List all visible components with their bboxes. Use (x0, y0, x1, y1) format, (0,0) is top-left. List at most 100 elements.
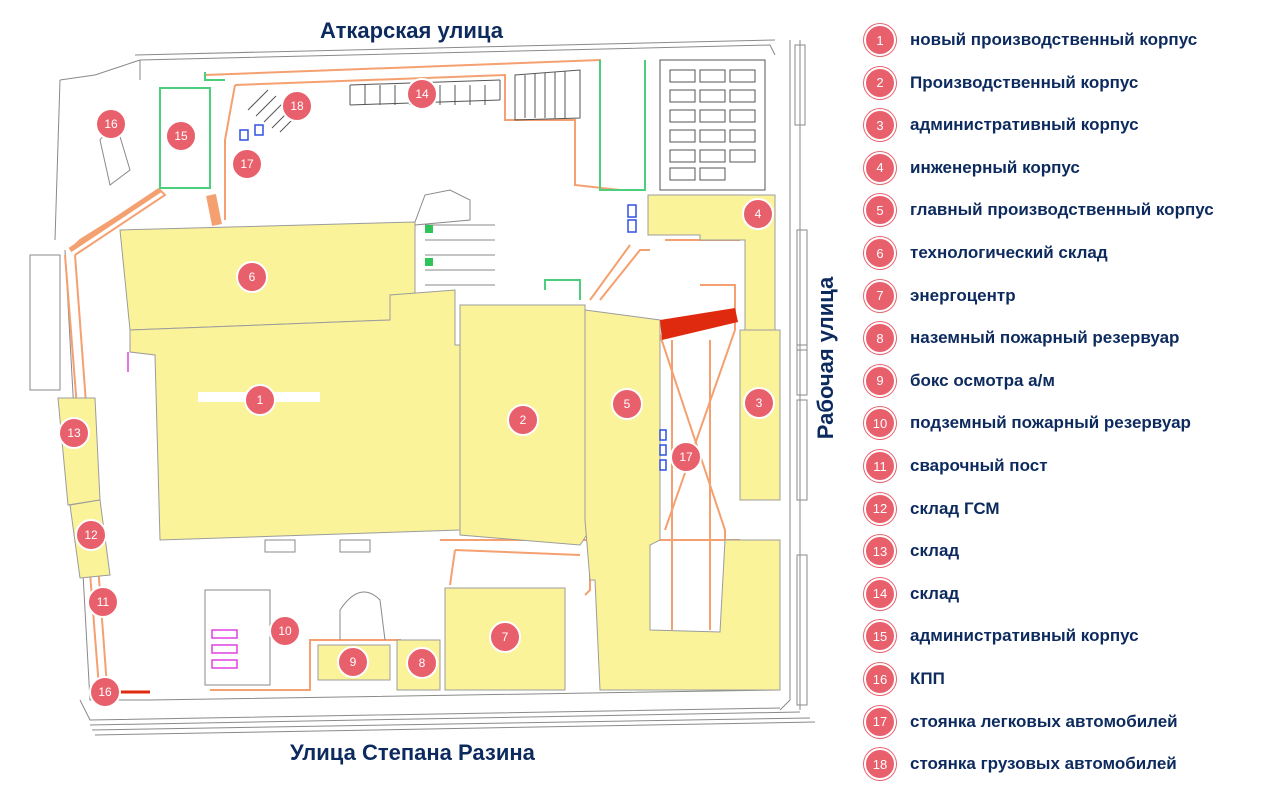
marker-14: 14 (406, 78, 438, 110)
marker-10: 10 (269, 615, 301, 647)
svg-text:9: 9 (350, 655, 357, 669)
legend-number-badge: 3 (864, 109, 896, 142)
marker-2: 2 (507, 404, 539, 436)
marker-16-top: 16 (95, 108, 127, 140)
marker-5: 5 (611, 388, 643, 420)
legend-number-badge: 17 (864, 705, 896, 738)
legend-item: 5 главный производственный корпус (850, 192, 1214, 228)
marker-12: 12 (75, 519, 107, 551)
marker-7: 7 (489, 621, 521, 653)
parking-slots-right (659, 59, 766, 191)
legend-label: новый производственный корпус (910, 30, 1198, 49)
svg-text:15: 15 (174, 129, 188, 143)
legend-label: подземный пожарный резервуар (910, 413, 1191, 433)
legend-number-badge: 13 (864, 535, 896, 568)
legend-number-badge: 2 (864, 66, 896, 99)
legend-number-badge: 7 (864, 279, 896, 312)
legend-item: 10 подземный пожарный резервуар (850, 405, 1191, 441)
legend-label: склад (910, 583, 960, 603)
svg-text:12: 12 (84, 528, 98, 542)
legend-item: 14 склад (850, 576, 959, 612)
legend-label: наземный пожарный резервуар (910, 328, 1180, 348)
marker-9: 9 (337, 646, 369, 678)
legend-item: 12 склад ГСМ (850, 491, 1000, 527)
svg-text:1: 1 (257, 393, 264, 407)
legend-item: 1 новый производственный корпус (850, 22, 1197, 58)
markers: 16 15 18 14 17 6 4 1 2 5 3 17 13 12 11 1… (58, 78, 775, 708)
legend-label: технологический склад (910, 243, 1108, 262)
legend-number-badge: 8 (864, 322, 896, 355)
legend-number-badge: 10 (864, 407, 896, 440)
legend-label: бокс осмотра а/м (910, 370, 1055, 390)
svg-text:13: 13 (67, 426, 81, 440)
legend-number-badge: 16 (864, 663, 896, 695)
marker-18: 18 (281, 90, 313, 122)
magenta-marks (127, 352, 238, 669)
green-lines (159, 60, 646, 300)
svg-text:8: 8 (419, 656, 426, 670)
svg-text:16: 16 (98, 685, 112, 699)
svg-text:5: 5 (624, 397, 631, 411)
marker-8: 8 (406, 647, 438, 679)
marker-6: 6 (236, 261, 268, 293)
building-4 (647, 194, 776, 331)
legend-number-badge: 15 (864, 620, 896, 653)
misc-outlines (29, 118, 495, 686)
legend-item: 2 Производственный корпус (850, 65, 1138, 101)
marker-1: 1 (244, 384, 276, 416)
legend-number-badge: 11 (864, 450, 896, 482)
legend-label: склад ГСМ (910, 498, 1000, 518)
legend-number-badge: 14 (864, 577, 896, 610)
blue-marks (239, 124, 667, 471)
legend-number-badge: 12 (864, 492, 896, 525)
svg-text:4: 4 (755, 207, 762, 221)
svg-text:17: 17 (240, 157, 254, 171)
svg-text:16: 16 (104, 117, 118, 131)
legend-item: 16 КПП (850, 661, 945, 697)
legend-label: КПП (910, 669, 945, 688)
street-label-right: Рабочая улица (813, 276, 838, 440)
red-bridge (660, 308, 738, 340)
legend-label: энергоцентр (910, 285, 1016, 305)
site-plan-map: 16 15 18 14 17 6 4 1 2 5 3 17 13 12 11 1… (29, 18, 838, 765)
legend-label: административный корпус (910, 115, 1139, 135)
legend-item: 8 наземный пожарный резервуар (850, 320, 1179, 356)
legend-number-badge: 5 (864, 194, 896, 227)
svg-text:7: 7 (502, 630, 509, 644)
marker-13: 13 (58, 417, 90, 449)
svg-text:11: 11 (97, 595, 110, 609)
green-square-2 (425, 258, 433, 266)
street-label-top: Аткарская улица (320, 18, 503, 43)
legend-number-badge: 9 (864, 364, 896, 397)
site-plan-svg: 16 15 18 14 17 6 4 1 2 5 3 17 13 12 11 1… (29, 39, 816, 736)
legend-label: главный производственный корпус (910, 200, 1214, 220)
svg-text:18: 18 (290, 99, 304, 113)
svg-text:10: 10 (278, 624, 292, 638)
legend-item: 7 энергоцентр (850, 278, 1016, 314)
legend-label: стоянка легковых автомобилей (910, 711, 1178, 731)
legend-item: 3 административный корпус (850, 107, 1139, 143)
green-square (425, 225, 433, 233)
marker-3: 3 (743, 387, 775, 419)
svg-text:14: 14 (415, 87, 429, 101)
legend-number-badge: 18 (864, 748, 896, 781)
marker-16-bottom: 16 (89, 676, 121, 708)
orange-walkway (206, 194, 222, 226)
street-label-bottom: Улица Степана Разина (290, 740, 535, 765)
svg-text:17: 17 (679, 450, 693, 464)
marker-17-top: 17 (231, 148, 263, 180)
legend-label: Производственный корпус (910, 72, 1139, 92)
legend-item: 11 сварочный пост (850, 448, 1048, 484)
orange-walkway-2 (68, 187, 162, 253)
svg-text:3: 3 (756, 396, 763, 410)
parking-area-14 (247, 69, 581, 133)
marker-15: 15 (165, 120, 197, 152)
legend-item: 17 стоянка легковых автомобилей (850, 704, 1178, 740)
legend-number-badge: 4 (864, 151, 896, 184)
legend-label: сварочный пост (910, 456, 1048, 475)
legend-number-badge: 1 (864, 24, 896, 56)
